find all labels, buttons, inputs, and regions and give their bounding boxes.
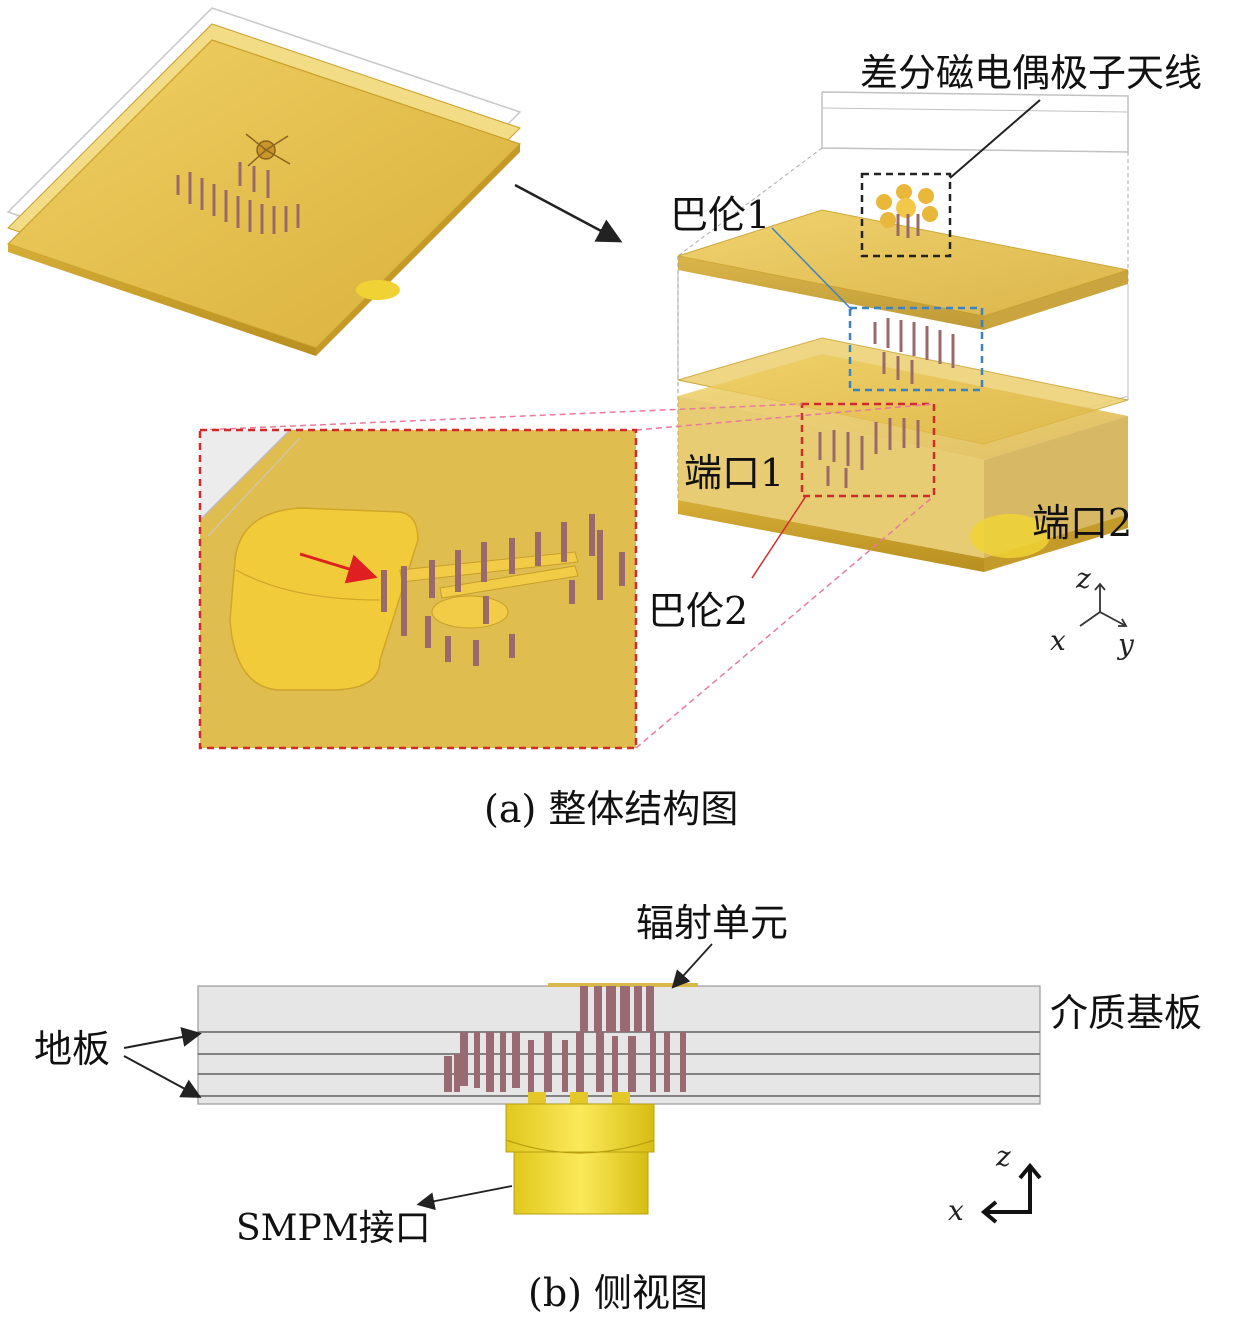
- balun2-label: 巴伦2: [648, 589, 748, 633]
- via-columns-side: [444, 986, 686, 1092]
- substrate-stack: [197, 983, 1041, 1105]
- axis-triad-b: [980, 1162, 1042, 1224]
- balun1-vias: [873, 318, 955, 384]
- balun2-callout-box: [800, 402, 936, 498]
- port1-label: 端口1: [684, 451, 784, 495]
- axis-a-z: z: [1075, 562, 1091, 595]
- zoom-inset: [198, 428, 638, 750]
- antenna-overview: [245, 133, 291, 167]
- axis-b-z: z: [995, 1140, 1011, 1173]
- connector-label: SMPM接口: [236, 1208, 431, 1249]
- ground-label: 地板: [34, 1027, 110, 1071]
- feed-arrow: [299, 552, 378, 584]
- ground-leader-1: [123, 1027, 202, 1049]
- axis-a-y: y: [1116, 628, 1135, 661]
- panel-b-caption: (b) 侧视图: [528, 1271, 708, 1315]
- antenna-element: [876, 184, 938, 238]
- panel-a: 差分磁电偶极子天线 巴伦1 端口1 端口2 巴伦2 z x y (a) 整体结构…: [6, 7, 1202, 831]
- radiator-leader: [671, 943, 713, 989]
- inset-vias: [381, 514, 625, 666]
- antenna-label: 差分磁电偶极子天线: [860, 51, 1202, 95]
- axis-triad-a: [1079, 582, 1128, 627]
- balun1-callout-box: [848, 306, 984, 392]
- exploded-view: [677, 91, 1129, 572]
- balun2-vias: [818, 418, 920, 488]
- via-array-overview: [176, 162, 300, 234]
- zoom-projection-lines: [199, 403, 935, 749]
- connector-leader: [416, 1185, 513, 1211]
- panel-a-caption: (a) 整体结构图: [484, 787, 738, 831]
- ground-leader-2: [123, 1055, 202, 1098]
- balun2-leader: [751, 495, 807, 579]
- substrate-label: 介质基板: [1050, 991, 1202, 1035]
- zoom-inset-border: [198, 428, 638, 750]
- antenna-leader: [949, 99, 1041, 179]
- smpm-connector: [505, 1092, 655, 1215]
- panel-b: 辐射单元 介质基板 地板 SMPM接口 z x (b) 侧视图: [34, 901, 1202, 1315]
- axis-b-x: x: [948, 1194, 964, 1227]
- balun1-label: 巴伦1: [670, 193, 770, 237]
- axis-a-x: x: [1050, 624, 1066, 657]
- port2-label: 端口2: [1032, 501, 1132, 545]
- balun1-leader: [771, 227, 853, 311]
- assembly-overview: [6, 7, 522, 356]
- explode-arrow: [514, 183, 623, 243]
- radiator-label: 辐射单元: [636, 901, 788, 945]
